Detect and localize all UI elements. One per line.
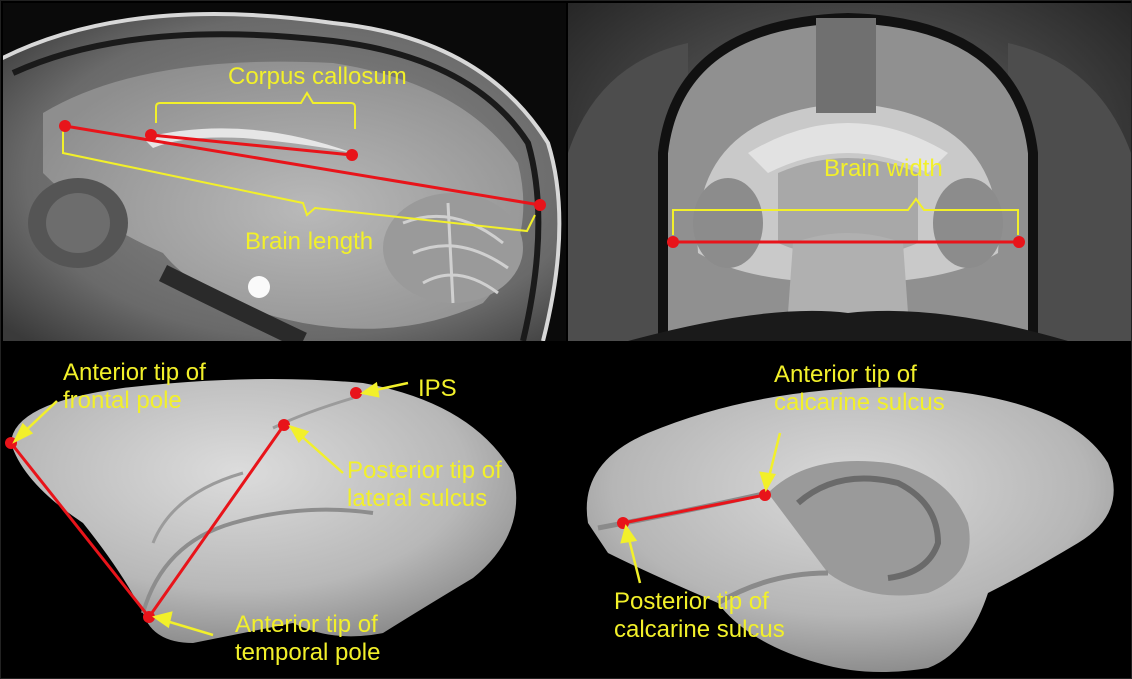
lateral-surface-panel: Anterior tip of frontal pole IPS Posteri… [3, 343, 566, 678]
marker-anterior [59, 120, 71, 132]
medial-surface-panel: Anterior tip of calcarine sulcus Posteri… [568, 343, 1131, 678]
marker-ips [350, 387, 362, 399]
sagittal-mri-image [3, 3, 566, 341]
calcarine-anterior-label: Anterior tip of calcarine sulcus [774, 361, 945, 417]
marker-cc-posterior [346, 149, 358, 161]
ips-label: IPS [418, 375, 457, 403]
marker-calc-anterior [759, 489, 771, 501]
marker-cc-anterior [145, 129, 157, 141]
corpus-callosum-label: Corpus callosum [228, 63, 407, 91]
brain-width-label: Brain width [824, 155, 943, 183]
frontal-pole-label: Anterior tip of frontal pole [63, 359, 206, 415]
marker-width-left [667, 236, 679, 248]
sagittal-mri-panel: Corpus callosum Brain length [3, 3, 566, 341]
marker-lateral-sulcus [278, 419, 290, 431]
temporal-pole-label: Anterior tip of temporal pole [235, 611, 380, 667]
lateral-sulcus-label: Posterior tip of lateral sulcus [347, 457, 502, 513]
marker-posterior [534, 199, 546, 211]
calcarine-posterior-label: Posterior tip of calcarine sulcus [614, 588, 785, 644]
coronal-mri-panel: Brain width [568, 3, 1131, 341]
marker-width-right [1013, 236, 1025, 248]
brain-length-label: Brain length [245, 228, 373, 256]
